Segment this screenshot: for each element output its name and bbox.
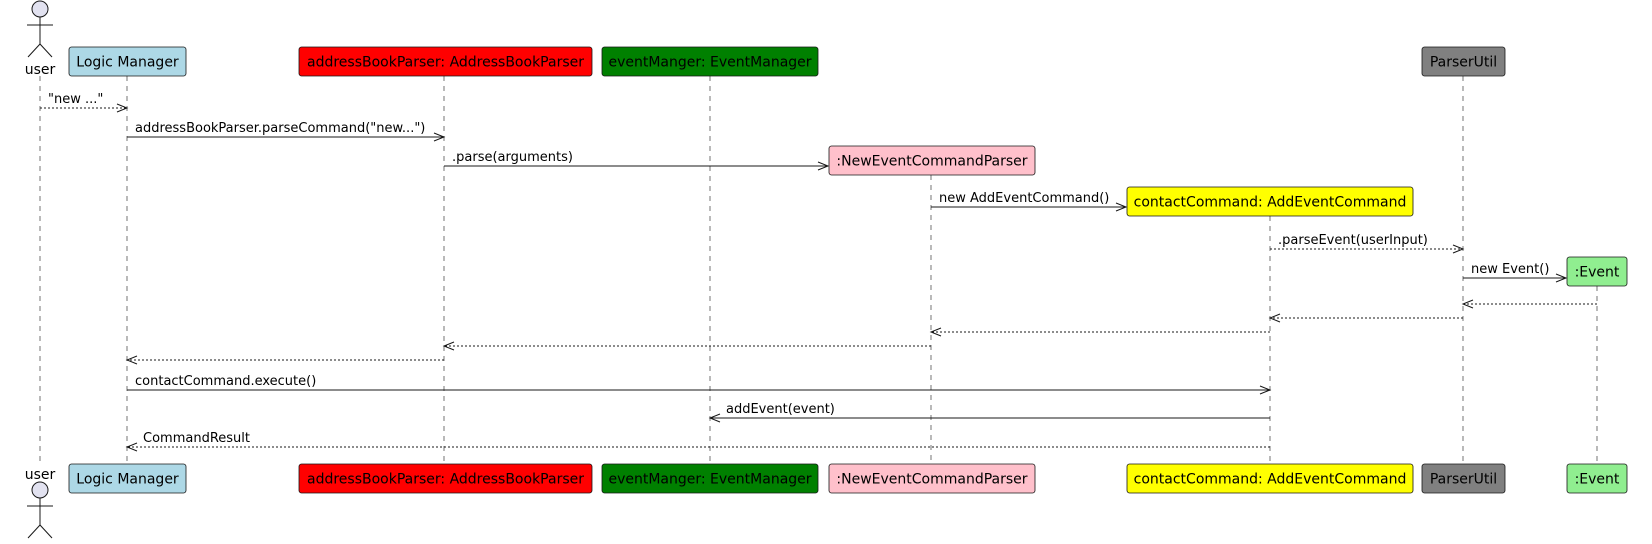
message-7 bbox=[1268, 313, 1463, 323]
participant-box-shape bbox=[298, 463, 593, 494]
message-label: contactCommand.execute() bbox=[135, 374, 316, 389]
participant-label: contactCommand: AddEventCommand bbox=[1134, 472, 1407, 488]
message-5: new Event() bbox=[1463, 262, 1568, 283]
participant-box-ev-bottom: :Event bbox=[1566, 463, 1628, 494]
participant-label: ParserUtil bbox=[1430, 472, 1497, 488]
participant-label: :NewEventCommandParser bbox=[836, 154, 1027, 170]
actor-leg bbox=[39, 43, 53, 58]
message-arrowhead bbox=[1555, 273, 1568, 283]
message-13: CommandResult bbox=[125, 431, 1270, 452]
message-label: CommandResult bbox=[143, 431, 250, 446]
participant-box-logic-top: Logic Manager bbox=[68, 46, 187, 77]
message-arrowhead bbox=[433, 132, 446, 142]
participant-box-em-top: eventManger: EventManager bbox=[601, 46, 819, 77]
participant-box-shape bbox=[1421, 463, 1506, 494]
participant-label: Logic Manager bbox=[76, 55, 179, 71]
message-label: addressBookParser.parseCommand("new...") bbox=[135, 121, 425, 136]
actor-leg bbox=[27, 524, 41, 539]
message-arrowhead bbox=[1452, 244, 1465, 254]
participant-box-shape bbox=[1566, 463, 1628, 494]
participant-box-shape bbox=[68, 46, 187, 77]
message-4: .parseEvent(userInput) bbox=[1270, 233, 1465, 254]
message-arrowhead bbox=[1268, 313, 1281, 323]
participant-label: contactCommand: AddEventCommand bbox=[1134, 195, 1407, 211]
participant-label: :Event bbox=[1575, 472, 1620, 488]
participant-box-shape bbox=[828, 145, 1036, 176]
message-8 bbox=[929, 327, 1270, 337]
message-2: .parse(arguments) bbox=[444, 150, 830, 171]
message-arrowhead bbox=[817, 161, 830, 171]
message-3: new AddEventCommand() bbox=[931, 191, 1128, 212]
message-label: .parseEvent(userInput) bbox=[1278, 233, 1428, 248]
message-arrowhead bbox=[708, 413, 721, 423]
participant-box-necp-bottom: :NewEventCommandParser bbox=[828, 463, 1036, 494]
message-11: contactCommand.execute() bbox=[127, 374, 1272, 395]
actor-leg bbox=[27, 43, 41, 58]
message-arrowhead bbox=[1115, 202, 1128, 212]
actor-head bbox=[31, 0, 49, 18]
message-0: "new ..." bbox=[40, 92, 129, 113]
participant-box-shape bbox=[601, 46, 819, 77]
participant-label: user bbox=[25, 62, 56, 78]
message-label: .parse(arguments) bbox=[452, 150, 573, 165]
participant-actor-user: user bbox=[25, 0, 56, 78]
participant-box-em-bottom: eventManger: EventManager bbox=[601, 463, 819, 494]
message-6 bbox=[1461, 299, 1597, 309]
participant-label: user bbox=[25, 467, 56, 483]
message-arrowhead bbox=[1259, 385, 1272, 395]
participant-box-logic-bottom: Logic Manager bbox=[68, 463, 187, 494]
participant-label: Logic Manager bbox=[76, 472, 179, 488]
actor-leg bbox=[39, 524, 53, 539]
participant-box-abp-top: addressBookParser: AddressBookParser bbox=[298, 46, 593, 77]
message-arrowhead bbox=[125, 442, 138, 452]
message-arrowhead bbox=[125, 355, 138, 365]
message-10 bbox=[125, 355, 444, 365]
participant-box-shape bbox=[1126, 463, 1414, 494]
participant-label: eventManger: EventManager bbox=[608, 55, 811, 71]
participant-box-shape bbox=[601, 463, 819, 494]
participant-box-shape bbox=[1126, 186, 1414, 217]
actor-head bbox=[31, 481, 49, 499]
message-arrowhead bbox=[929, 327, 942, 337]
participant-label: :NewEventCommandParser bbox=[836, 472, 1027, 488]
participant-box-shape bbox=[68, 463, 187, 494]
participant-box-shape bbox=[828, 463, 1036, 494]
participant-label: :Event bbox=[1575, 265, 1620, 281]
participant-label: ParserUtil bbox=[1430, 55, 1497, 71]
message-label: new Event() bbox=[1471, 262, 1549, 277]
participant-box-ev-top: :Event bbox=[1566, 256, 1628, 287]
message-arrowhead bbox=[1461, 299, 1474, 309]
message-1: addressBookParser.parseCommand("new...") bbox=[127, 121, 446, 142]
participant-box-necp-top: :NewEventCommandParser bbox=[828, 145, 1036, 176]
message-arrowhead bbox=[442, 341, 455, 351]
participant-box-abp-bottom: addressBookParser: AddressBookParser bbox=[298, 463, 593, 494]
participant-box-cc-top: contactCommand: AddEventCommand bbox=[1126, 186, 1414, 217]
participant-box-shape bbox=[1566, 256, 1628, 287]
participant-label: addressBookParser: AddressBookParser bbox=[307, 55, 584, 71]
message-label: addEvent(event) bbox=[726, 402, 835, 417]
message-12: addEvent(event) bbox=[708, 402, 1270, 423]
participant-box-cc-bottom: contactCommand: AddEventCommand bbox=[1126, 463, 1414, 494]
message-label: new AddEventCommand() bbox=[939, 191, 1109, 206]
participant-actor-user: user bbox=[25, 467, 56, 539]
message-arrowhead bbox=[116, 103, 129, 113]
participant-label: addressBookParser: AddressBookParser bbox=[307, 472, 584, 488]
message-label: "new ..." bbox=[48, 92, 103, 107]
participant-box-shape bbox=[1421, 46, 1506, 77]
participant-box-pu-bottom: ParserUtil bbox=[1421, 463, 1506, 494]
participant-box-shape bbox=[298, 46, 593, 77]
participant-box-pu-top: ParserUtil bbox=[1421, 46, 1506, 77]
message-9 bbox=[442, 341, 931, 351]
participant-label: eventManger: EventManager bbox=[608, 472, 811, 488]
